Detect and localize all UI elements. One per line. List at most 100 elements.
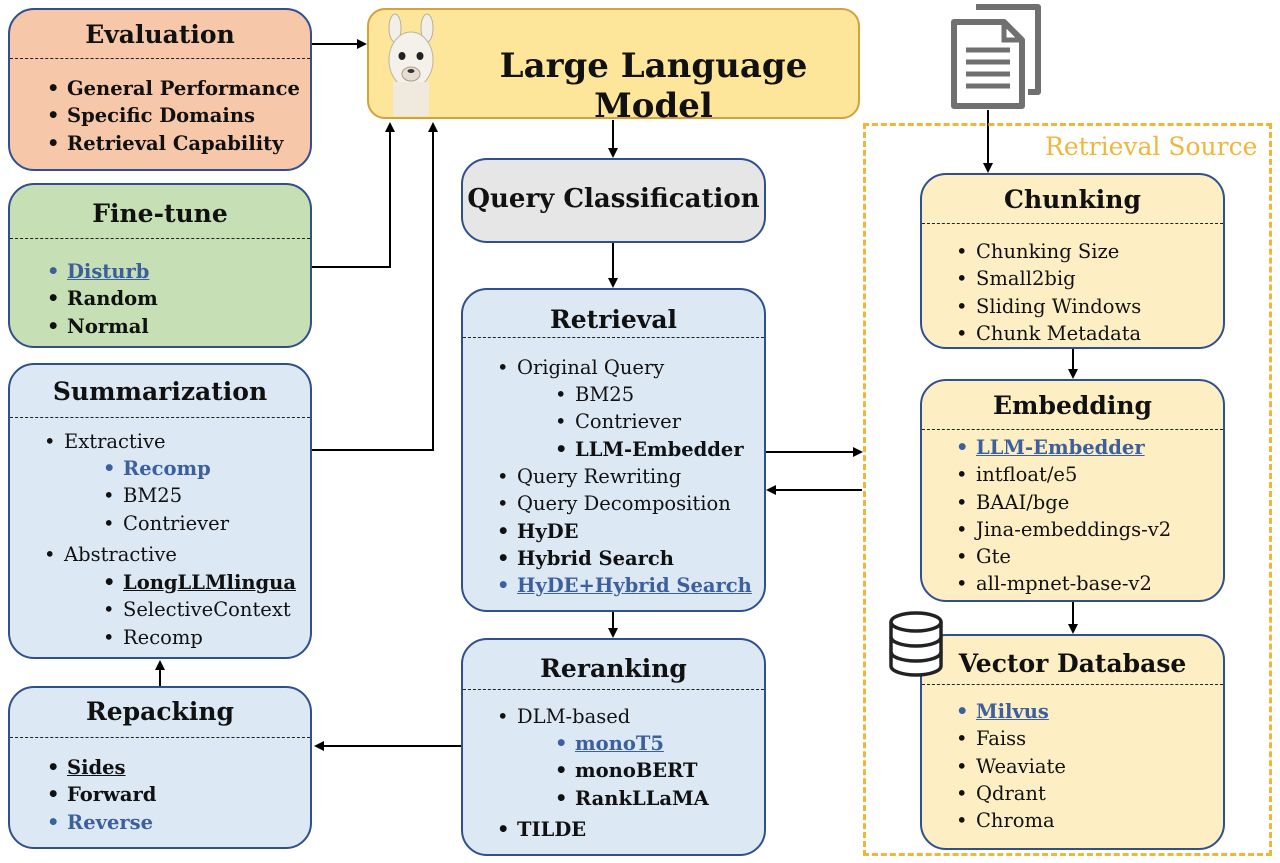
list-item-best: Sides [47, 754, 156, 782]
evaluation-title: Evaluation [85, 20, 235, 49]
list-item-highlight: Reverse [47, 809, 156, 837]
list-item: Faiss [956, 725, 1066, 753]
summarization-title: Summarization [52, 377, 268, 406]
evaluation-list: General Performance Specific Domains Ret… [47, 75, 300, 158]
reranking-title: Reranking [540, 654, 687, 683]
divider [10, 58, 310, 59]
evaluation-box: Evaluation General Performance Specific … [8, 8, 312, 171]
documents-icon [951, 4, 1041, 109]
divider [463, 337, 764, 338]
query-classification-title: Query Classification [467, 184, 760, 214]
retrieval-source-frame [863, 123, 1272, 856]
list-item: Retrieval Capability [47, 130, 300, 158]
chunking-box: Chunking Chunking Size Small2big Sliding… [920, 173, 1225, 349]
list-item: Forward [47, 781, 156, 809]
list-item: Chunk Metadata [956, 320, 1141, 348]
repacking-list: Sides Forward Reverse [47, 754, 156, 837]
list-item: BM25 [103, 482, 229, 510]
list-item-highlight: Recomp [103, 455, 229, 483]
list-item: BAAI/bge [956, 489, 1171, 517]
chunking-list: Chunking Size Small2big Sliding Windows … [956, 238, 1141, 348]
reranking-dlm: DLM-based [497, 703, 630, 731]
database-icon [889, 611, 943, 677]
list-item: Gte [956, 543, 1171, 571]
divider [10, 238, 310, 239]
repacking-box: Repacking Sides Forward Reverse [8, 686, 312, 849]
finetune-title: Fine-tune [92, 199, 228, 228]
embedding-list: LLM-Embedder intfloat/e5 BAAI/bge Jina-e… [956, 434, 1171, 598]
list-item: intfloat/e5 [956, 461, 1171, 489]
list-item: Specific Domains [47, 102, 300, 130]
list-item: Abstractive [44, 541, 177, 569]
summarization-box: Summarization Extractive Recomp BM25 Con… [8, 363, 312, 659]
arrow-finetune-to-llm [312, 122, 395, 268]
list-item-highlight: Milvus [956, 698, 1066, 726]
divider [922, 684, 1223, 685]
vector-db-box: Vector Database Milvus Faiss Weaviate Qd… [920, 634, 1225, 850]
embedding-box: Embedding LLM-Embedder intfloat/e5 BAAI/… [920, 379, 1225, 602]
divider [922, 429, 1223, 430]
list-item: Jina-embeddings-v2 [956, 516, 1171, 544]
list-item-highlight: monoT5 [555, 730, 709, 758]
list-item: Qdrant [956, 780, 1066, 808]
summarization-abstractive: Abstractive [44, 541, 177, 569]
list-item: Contriever [103, 510, 229, 538]
llm-box: Large Language Model [367, 8, 860, 126]
list-item: Chunking Size [956, 238, 1141, 266]
reranking-box: Reranking DLM-based monoT5 monoBERT Rank… [461, 638, 766, 856]
retrieval-method-list: Query Rewriting Query Decomposition HyDE… [497, 463, 752, 600]
finetune-box: Fine-tune Disturb Random Normal [8, 183, 312, 348]
list-item: Query Decomposition [497, 490, 752, 518]
retrieval-title: Retrieval [549, 305, 678, 334]
list-item: HyDE [497, 518, 752, 546]
list-item: all-mpnet-base-v2 [956, 570, 1171, 598]
summarization-extractive-list: Recomp BM25 Contriever [103, 455, 229, 538]
list-item: Contriever [555, 408, 744, 436]
retrieval-original-query: Original Query [497, 354, 664, 382]
list-item-best: LongLLMlingua [103, 569, 296, 597]
list-item: Normal [47, 313, 158, 341]
list-item: Query Rewriting [497, 463, 752, 491]
list-item: RankLLaMA [555, 785, 709, 813]
llama-icon [388, 13, 434, 116]
divider [10, 737, 310, 738]
list-item: Hybrid Search [497, 545, 752, 573]
list-item: SelectiveContext [103, 596, 296, 624]
query-classification-box: Query Classification [461, 158, 766, 243]
list-item: General Performance [47, 75, 300, 103]
divider [10, 417, 310, 418]
divider [922, 223, 1223, 224]
retrieval-original-list: BM25 Contriever LLM-Embedder [555, 381, 744, 464]
vector-db-list: Milvus Faiss Weaviate Qdrant Chroma [956, 698, 1066, 835]
list-item: BM25 [555, 381, 744, 409]
reranking-dlm-list: monoT5 monoBERT RankLLaMA [555, 730, 709, 813]
list-item: Chroma [956, 807, 1066, 835]
vector-db-title: Vector Database [958, 649, 1187, 678]
llm-title: Large Language Model [499, 46, 808, 126]
list-item-highlight: LLM-Embedder [956, 434, 1171, 462]
reranking-tilde: TILDE [497, 816, 586, 844]
list-item-highlight: HyDE+Hybrid Search [497, 572, 752, 600]
divider [463, 689, 764, 690]
list-item: LLM-Embedder [555, 436, 744, 464]
retrieval-box: Retrieval Original Query BM25 Contriever… [461, 288, 766, 612]
arrow-summarization-to-llm [312, 122, 438, 451]
finetune-list: Disturb Random Normal [47, 258, 158, 341]
list-item: Original Query [497, 354, 664, 382]
list-item: TILDE [497, 816, 586, 844]
list-item: Extractive [44, 428, 165, 456]
list-item: Sliding Windows [956, 293, 1141, 321]
chunking-title: Chunking [1004, 185, 1141, 214]
list-item-highlight: Disturb [47, 258, 158, 286]
list-item: Random [47, 285, 158, 313]
summarization-extractive: Extractive [44, 428, 165, 456]
retrieval-source-label: Retrieval Source [1045, 132, 1258, 161]
list-item: Weaviate [956, 753, 1066, 781]
list-item: monoBERT [555, 757, 709, 785]
repacking-title: Repacking [85, 697, 235, 726]
embedding-title: Embedding [992, 391, 1152, 420]
list-item: Recomp [103, 624, 296, 652]
list-item: Small2big [956, 265, 1141, 293]
list-item: DLM-based [497, 703, 630, 731]
